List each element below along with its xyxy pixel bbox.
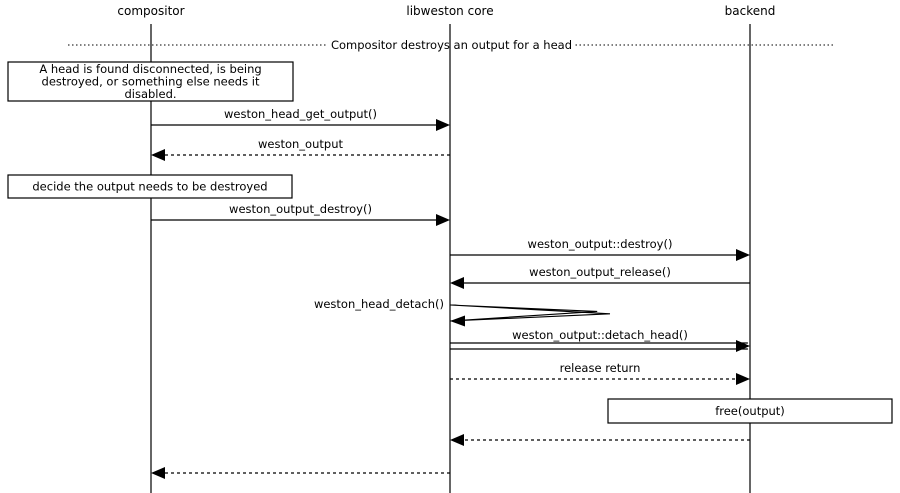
- participant-headers-layer: compositor libweston core backend: [117, 4, 775, 18]
- note-free-output-line-0: free(output): [715, 404, 785, 418]
- msg-weston-head-detach-label: weston_head_detach(): [314, 297, 444, 311]
- msg-weston-output-destroy-cb: weston_output::destroy(): [450, 237, 750, 261]
- msg-weston-head-get-output-label: weston_head_get_output(): [224, 107, 377, 121]
- note-head-disconnected-line-2: disabled.: [124, 87, 176, 101]
- note-head-disconnected: A head is found disconnected, is beingde…: [7, 61, 294, 102]
- msg-weston-output-release-label: weston_output_release(): [529, 265, 671, 279]
- note-head-disconnected-line-0: A head is found disconnected, is being: [39, 62, 261, 76]
- participant-label-compositor: compositor: [117, 4, 184, 18]
- msg-weston-output-return: weston_output: [151, 137, 450, 161]
- note-decide-destroy: decide the output needs to be destroyed: [7, 174, 293, 199]
- phase-divider: Compositor destroys an output for a head: [68, 38, 835, 52]
- msg-weston-head-get-output: weston_head_get_output(): [151, 107, 450, 131]
- msg-release-return-label: release return: [560, 361, 641, 375]
- participant-label-libweston: libweston core: [406, 4, 493, 18]
- note-head-disconnected-line-1: destroyed, or something else needs it: [42, 74, 260, 88]
- msg-weston-output-detach-head-label: weston_output::detach_head(): [512, 328, 688, 342]
- msg-release-return: release return: [450, 361, 750, 385]
- messages-layer: weston_head_get_output() weston_outputwes…: [151, 107, 750, 479]
- phase-divider-layer: Compositor destroys an output for a head: [68, 38, 835, 52]
- msg-weston-output-destroy: weston_output_destroy(): [151, 202, 450, 226]
- msg-backend-return: [450, 434, 750, 446]
- note-free-output: free(output): [607, 398, 893, 424]
- msg-libweston-return: [151, 467, 450, 479]
- participant-label-backend: backend: [725, 4, 776, 18]
- notes-layer: A head is found disconnected, is beingde…: [7, 61, 893, 424]
- msg-weston-output-destroy-cb-label: weston_output::destroy(): [528, 237, 673, 251]
- msg-weston-output-release: weston_output_release(): [450, 265, 750, 289]
- msg-weston-output-return-label: weston_output: [258, 137, 343, 151]
- phase-divider-label: Compositor destroys an output for a head: [331, 38, 572, 52]
- msg-weston-output-detach-head: weston_output::detach_head(): [450, 328, 750, 352]
- msg-weston-head-detach: weston_head_detach(): [314, 297, 611, 327]
- note-decide-destroy-line-0: decide the output needs to be destroyed: [32, 179, 267, 193]
- msg-weston-output-destroy-label: weston_output_destroy(): [229, 202, 372, 216]
